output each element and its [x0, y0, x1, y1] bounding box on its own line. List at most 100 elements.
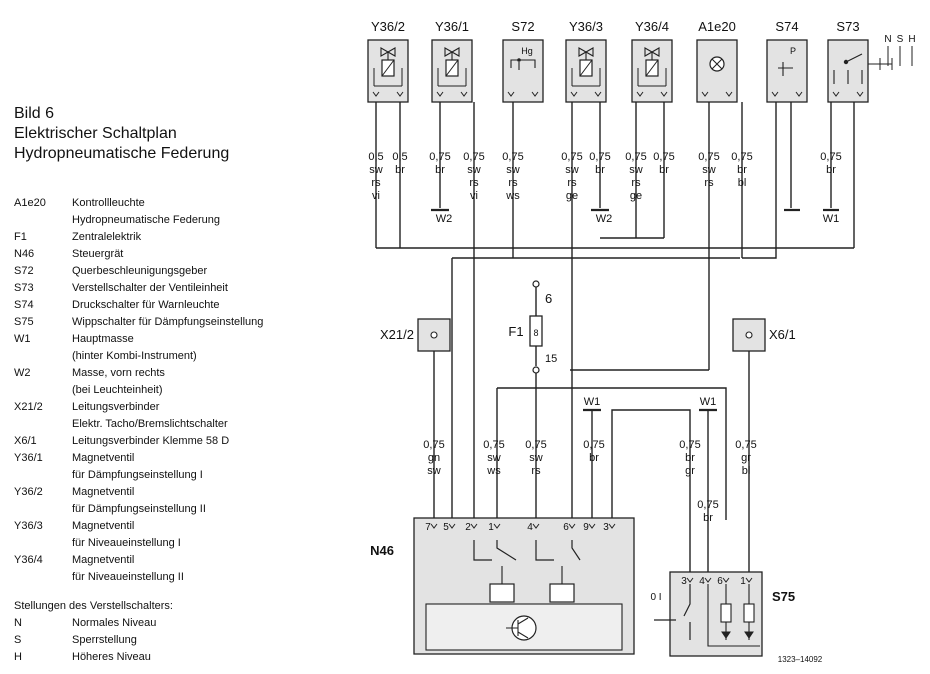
wire-color-label: br	[659, 164, 669, 176]
legend-item: Hydropneumatische Federung	[14, 212, 354, 229]
wire-color-label: br	[826, 164, 836, 176]
pin-number-label: 1	[740, 576, 746, 587]
legend-text: Druckschalter für Warnleuchte	[72, 299, 220, 311]
legend-text: Leitungsverbinder Klemme 58 D	[72, 435, 230, 447]
wire-size-label: 0,75	[625, 151, 646, 163]
fuse-terminal	[532, 280, 540, 288]
s75-switch-marks: 0 I	[650, 592, 661, 603]
switch-icon	[517, 58, 521, 62]
legend-text: Zentralelektrik	[72, 231, 142, 243]
wire-size-label: 0,75	[525, 439, 546, 451]
valve-icon	[373, 68, 403, 87]
valve-icon	[437, 68, 467, 87]
legend-item: (hinter Kombi-Instrument)	[14, 348, 354, 365]
wire-color-label: ws	[486, 465, 501, 477]
valve-icon	[571, 68, 601, 87]
pin-icon	[701, 91, 709, 97]
figure-number: Bild 6	[14, 105, 55, 122]
fuse-output-label: 15	[545, 353, 557, 365]
connector-pin	[745, 331, 753, 339]
wire-color-label: br	[737, 164, 747, 176]
wire-color-label: vi	[372, 190, 380, 202]
pin-icon	[531, 91, 539, 97]
wire-color-label: sw	[565, 164, 579, 176]
wire-size-label: 0,75	[561, 151, 582, 163]
wire-color-label: sw	[629, 164, 643, 176]
legend-code: S75	[14, 316, 34, 328]
legend-text: Masse, vorn rechts	[72, 367, 165, 379]
led-icon	[707, 584, 760, 647]
pin-icon	[568, 523, 576, 529]
wire-size-label: 0,75	[735, 439, 756, 451]
pin-icon	[588, 523, 596, 529]
wire-color-label: ge	[630, 190, 642, 202]
wire-color-label: sw	[427, 465, 441, 477]
wire-size-label: 0,75	[820, 151, 841, 163]
resistor-icon	[743, 603, 755, 623]
legend-text: Magnetventil	[72, 452, 135, 464]
legend-item: X6/1 Leitungsverbinder Klemme 58 D	[14, 433, 354, 450]
wire-color-label: rs	[371, 177, 381, 189]
relay-coil	[489, 583, 515, 603]
fuse-number-label: 8	[533, 328, 538, 338]
pin-number-label: 9	[583, 522, 589, 533]
wire-color-label: br	[595, 164, 605, 176]
wire-color-label: vi	[470, 190, 478, 202]
switch-icon	[887, 46, 913, 66]
coil-icon	[445, 59, 459, 77]
pin-icon	[795, 91, 803, 97]
s74-symbol-label: P	[790, 46, 796, 56]
s73-position-label: N	[884, 34, 891, 45]
wire-color-label: ge	[566, 190, 578, 202]
pin-icon	[636, 91, 644, 97]
lamp-icon	[711, 58, 723, 70]
pin-icon	[532, 523, 540, 529]
wire-color-label: br	[685, 452, 695, 464]
led-icon	[721, 631, 754, 639]
legend-text: Querbeschleunigungsgeber	[72, 265, 208, 277]
pin-number-label: 3	[681, 576, 687, 587]
pin-icon	[470, 523, 478, 529]
connector-pin	[430, 331, 438, 339]
component-label: A1e20	[698, 19, 736, 34]
legend-item: für Niveaueinstellung I	[14, 535, 354, 552]
switch-icon	[510, 59, 536, 70]
s73-position-label: S	[897, 34, 904, 45]
legend-text: (bei Leuchteinheit)	[72, 384, 163, 396]
n46-label: N46	[370, 543, 394, 558]
component-box	[766, 39, 808, 103]
legend-code: X6/1	[14, 435, 37, 447]
wire-color-label: rs	[631, 177, 641, 189]
legend-item: für Dämpfungseinstellung I	[14, 467, 354, 484]
figure-title: Elektrischer Schaltplan	[14, 125, 177, 142]
position-text: Höheres Niveau	[72, 651, 151, 663]
wire-size-label: 0,75	[483, 439, 504, 451]
position-text: Normales Niveau	[72, 617, 157, 629]
component-label: Y36/2	[371, 19, 405, 34]
pin-number-label: 4	[527, 522, 533, 533]
wire-size-label: 0,75	[697, 499, 718, 511]
legend-code: X21/2	[14, 401, 43, 413]
legend-item: für Niveaueinstellung II	[14, 569, 354, 586]
component-label: S72	[511, 19, 534, 34]
ground-label: W1	[823, 213, 840, 225]
connector-label: X21/2	[380, 327, 414, 342]
legend-text: Magnetventil	[72, 554, 135, 566]
legend-code: Y36/2	[14, 486, 43, 498]
coil-icon	[579, 59, 593, 77]
position-code: N	[14, 617, 22, 629]
legend-code: A1e20	[14, 197, 46, 209]
valve-icon	[444, 47, 460, 57]
pin-icon	[436, 91, 444, 97]
wire-color-label: sw	[702, 164, 716, 176]
wire-color-label: bl	[738, 177, 747, 189]
legend-code: Y36/4	[14, 554, 43, 566]
